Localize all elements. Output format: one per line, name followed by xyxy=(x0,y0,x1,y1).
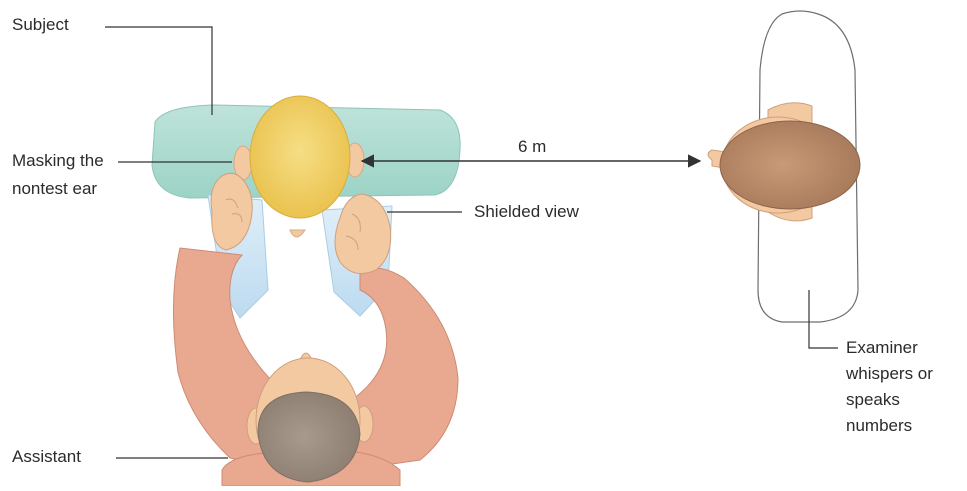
shielded-view-label: Shielded view xyxy=(474,200,579,224)
examiner-label-line3: speaks xyxy=(846,388,900,412)
examiner-label-line1: Examiner xyxy=(846,336,918,360)
assistant-label: Assistant xyxy=(12,445,81,469)
masking-label-line1: Masking the xyxy=(12,149,104,173)
distance-label: 6 m xyxy=(518,135,546,159)
subject-leader-line xyxy=(105,27,212,115)
examiner-label-line4: numbers xyxy=(846,414,912,438)
masking-label-line2: nontest ear xyxy=(12,177,97,201)
subject-label: Subject xyxy=(12,13,69,37)
examiner-label-line2: whispers or xyxy=(846,362,933,386)
